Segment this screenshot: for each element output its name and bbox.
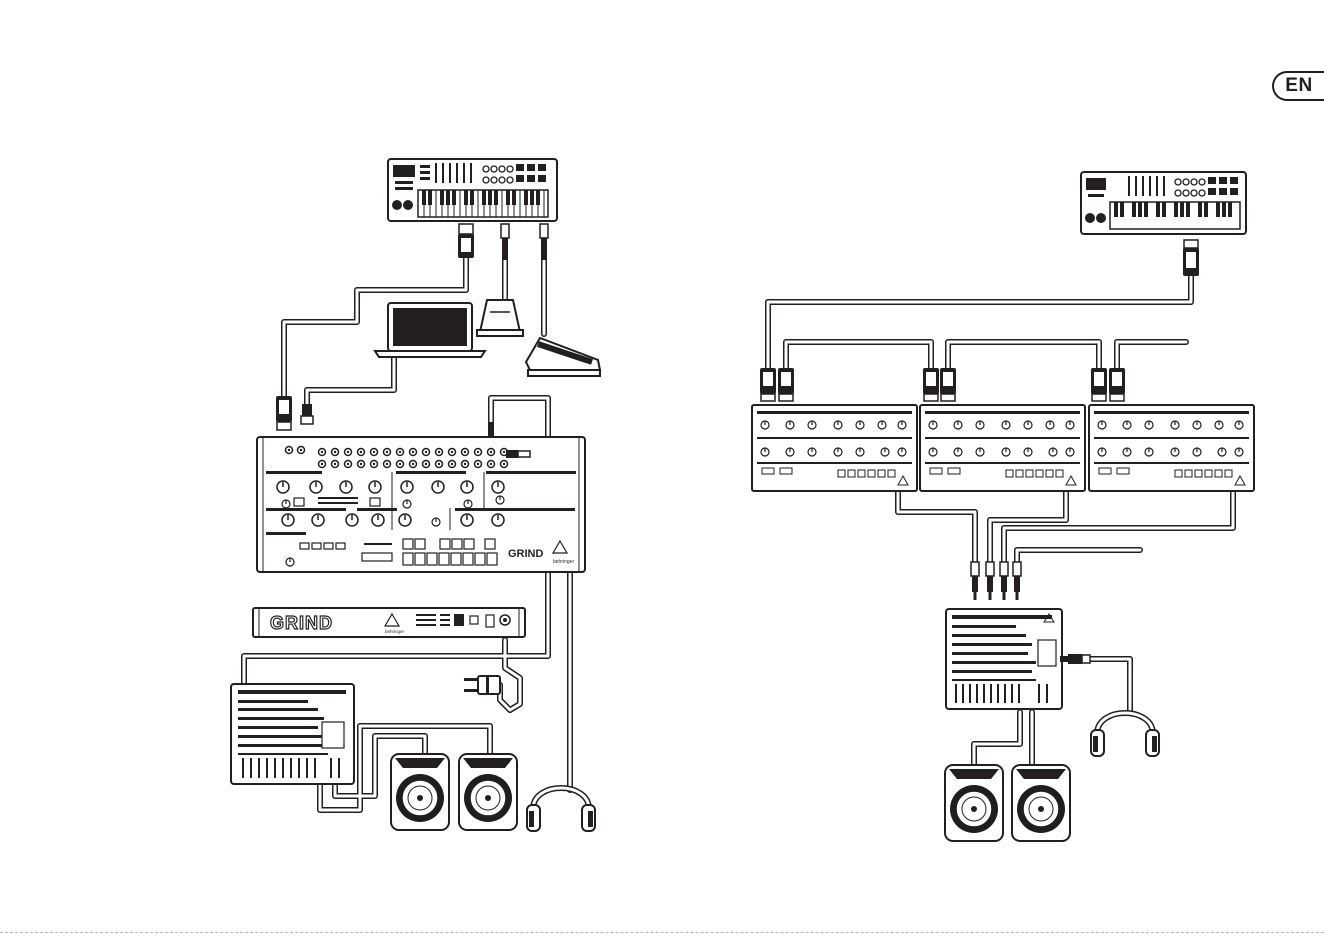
grind-synthesizer-right-3 xyxy=(1089,405,1254,491)
speaker-left-2 xyxy=(459,754,517,830)
mixer-input-plugs xyxy=(971,562,1021,600)
keyboard-midi-plug-right xyxy=(1183,240,1199,276)
right-setup xyxy=(752,172,1254,841)
power-plug xyxy=(464,676,500,694)
headphones-right xyxy=(1091,713,1159,756)
synth-logo: GRIND xyxy=(508,548,544,560)
page-bottom-rule xyxy=(0,932,1324,933)
left-setup: GRIND behringer GRIND behringer xyxy=(231,159,600,831)
sustain-pedal xyxy=(477,300,523,336)
speaker-left-1 xyxy=(391,754,449,830)
grind-synthesizer-right-2 xyxy=(920,405,1085,491)
synth-midi-plugs xyxy=(760,368,1125,401)
expression-pedal xyxy=(526,338,600,376)
headphone-input-plug xyxy=(506,450,530,458)
mixer-left xyxy=(231,684,354,784)
keyboard-plugs xyxy=(458,224,548,260)
synth-manufacturer-label: behringer xyxy=(553,559,574,565)
speaker-right-1 xyxy=(945,765,1003,841)
laptop xyxy=(375,303,485,357)
mixer-right xyxy=(946,609,1062,709)
grind-synthesizer-rear: GRIND behringer xyxy=(253,608,525,637)
rear-panel-manufacturer: behringer xyxy=(385,629,405,634)
headphone-plug-right xyxy=(1060,654,1090,664)
grind-synthesizer-right-1 xyxy=(752,405,917,491)
speaker-right-2 xyxy=(1012,765,1070,841)
midi-keyboard-controller xyxy=(388,159,557,221)
midi-keyboard-controller-right xyxy=(1081,172,1246,234)
headphones-left xyxy=(527,788,595,831)
rear-panel-logo: GRIND xyxy=(270,613,333,633)
grind-synthesizer-main: GRIND behringer xyxy=(257,437,585,572)
